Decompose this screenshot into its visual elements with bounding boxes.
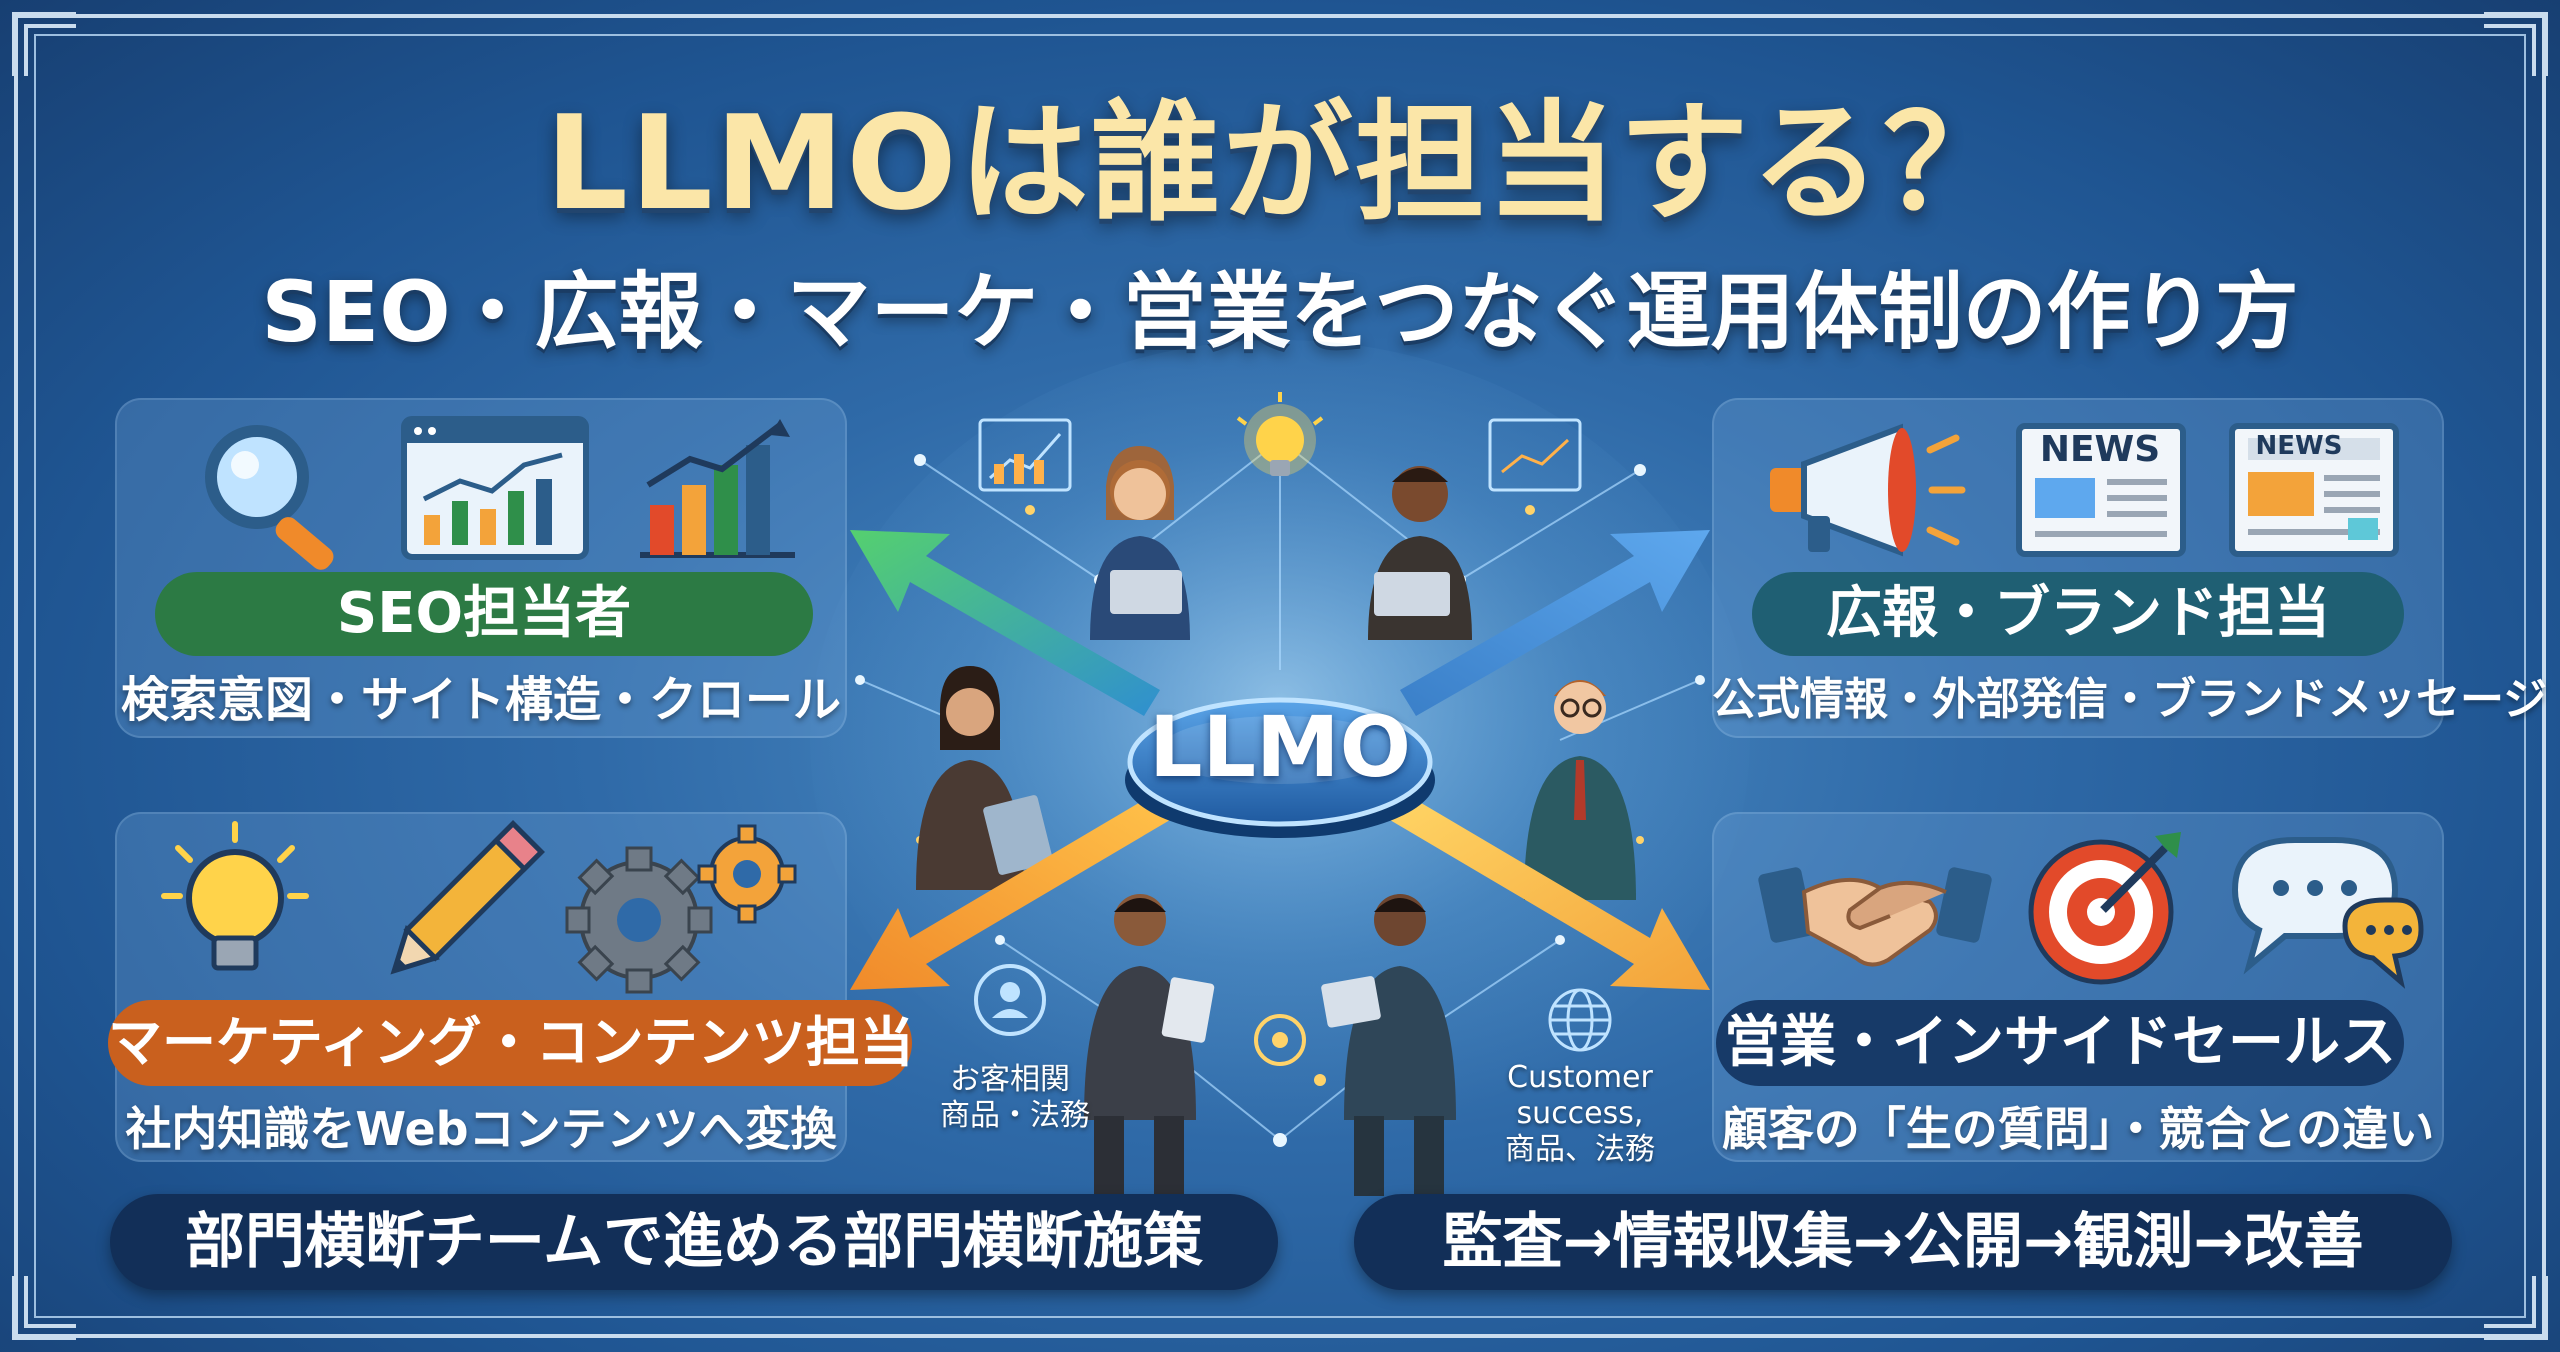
target-icon [2025,828,2185,988]
corner-ornament-top-left [10,10,80,80]
cross-department-banner: 部門横断チームで進める部門横断施策 [110,1194,1278,1290]
scene-label-right: Customer success, 商品、法務 [1490,1060,1670,1168]
scene-label-left-line-1: お客相関 [950,1062,1070,1097]
workflow-steps-banner: 監査→情報収集→公開→観測→改善 [1354,1194,2452,1290]
newspaper-label-small: NEWS [2255,431,2343,461]
llmo-hub [1125,680,1435,840]
marketing-role-description: 社内知識をWebコンテンツへ変換 [125,1102,837,1156]
newspaper-label-large: NEWS [2039,429,2161,470]
scene-label-right-line-3: 商品、法務 [1505,1132,1655,1167]
gears-icon [565,820,805,994]
bar-chart-icon [630,415,800,565]
sales-role-description: 顧客の「生の質問」・競合との違い [1721,1102,2435,1156]
megaphone-icon [1760,420,1970,560]
corner-ornament-top-right [2480,10,2550,80]
lightbulb-icon [160,820,310,980]
marketing-role-title: マーケティング・コンテンツ担当 [108,1000,914,1086]
corner-ornament-bottom-left [10,1272,80,1342]
handshake-icon [1758,840,1992,980]
newspaper-icon-large [2015,420,2195,560]
scene-label-left: お客相関 商品・法務 [940,1062,1090,1134]
seo-role-description: 検索意図・サイト構造・クロール [120,672,841,728]
hub-label: LLMO [1148,698,1412,796]
dashboard-chart-icon [400,415,590,565]
chat-bubbles-icon [2225,830,2425,990]
scene-label-right-line-2: success, [1516,1096,1644,1131]
main-title: LLMOは誰が担当する？ [545,87,2015,239]
corner-ornament-bottom-right [2480,1272,2550,1342]
seo-role-title: SEO担当者 [155,572,813,656]
pencil-icon [370,820,550,990]
newspaper-icon-small [2228,420,2408,560]
magnifier-icon [175,415,365,570]
scene-label-left-line-2: 商品・法務 [940,1098,1090,1133]
sales-role-title: 営業・インサイドセールス [1716,1000,2404,1086]
pr-role-description: 公式情報・外部発信・ブランドメッセージ [1712,674,2548,725]
scene-label-right-line-1: Customer [1507,1060,1653,1095]
connection-arrows [840,520,1720,1000]
pr-role-title: 広報・ブランド担当 [1752,572,2404,656]
